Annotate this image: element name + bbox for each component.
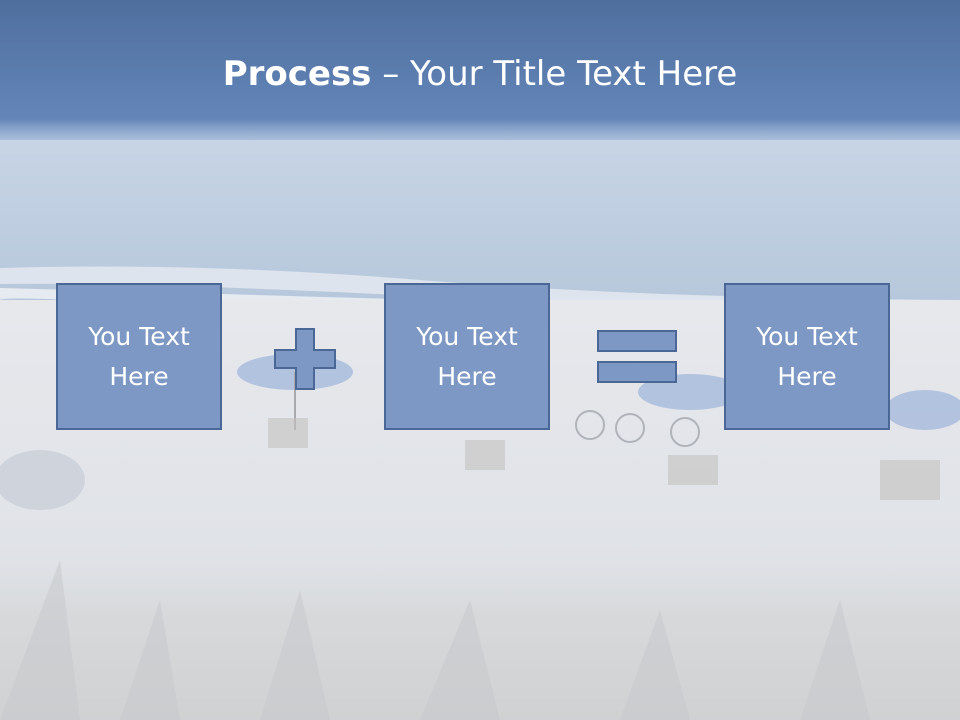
process-box-2[interactable]: You Text Here bbox=[384, 283, 550, 430]
slide-title: Process – Your Title Text Here bbox=[0, 52, 960, 96]
process-box-3-text: You Text Here bbox=[756, 321, 858, 391]
title-band bbox=[0, 0, 960, 140]
plus-icon bbox=[274, 328, 336, 390]
process-box-1-text: You Text Here bbox=[88, 321, 190, 391]
equals-icon bbox=[597, 330, 677, 383]
process-box-1[interactable]: You Text Here bbox=[56, 283, 222, 430]
title-bold-text: Process bbox=[222, 54, 372, 94]
process-box-2-text: You Text Here bbox=[416, 321, 518, 391]
process-box-3[interactable]: You Text Here bbox=[724, 283, 890, 430]
title-rest-text: – Your Title Text Here bbox=[371, 54, 738, 94]
